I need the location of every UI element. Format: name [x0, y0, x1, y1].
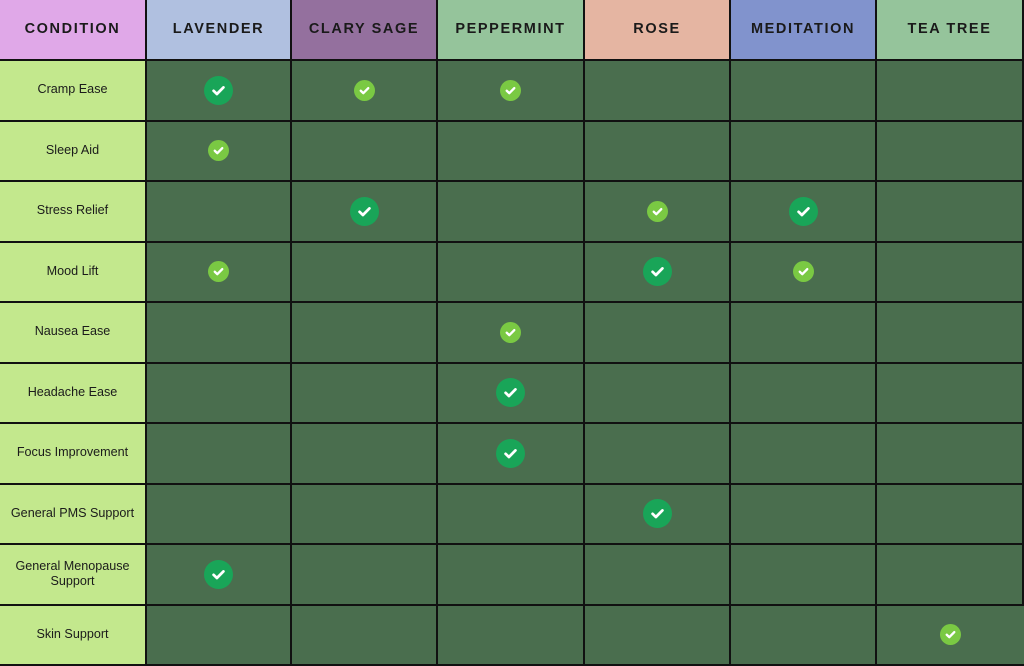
check-circle-icon: [204, 559, 233, 589]
row-label-focus-improvement: Focus Improvement: [0, 424, 147, 485]
matrix-cell-sleep-aid-rose: [585, 121, 731, 182]
row-label-stress-relief: Stress Relief: [0, 182, 147, 243]
matrix-cell-general-pms-support-meditation: [731, 484, 877, 545]
check-circle-icon: [208, 140, 229, 162]
matrix-cell-sleep-aid-meditation: [731, 121, 877, 182]
check-circle-icon: [204, 75, 233, 105]
matrix-cell-general-pms-support-tea-tree: [877, 484, 1024, 545]
matrix-cell-nausea-ease-rose: [585, 303, 731, 364]
matrix-cell-skin-support-tea-tree: [877, 605, 1024, 666]
matrix-cell-general-menopause-support-tea-tree: [877, 545, 1024, 606]
column-header-tea-tree: TEA TREE: [877, 0, 1024, 61]
matrix-cell-stress-relief-clary-sage: [292, 182, 438, 243]
matrix-cell-sleep-aid-peppermint: [438, 121, 585, 182]
matrix-cell-cramp-ease-rose: [585, 61, 731, 122]
matrix-cell-mood-lift-clary-sage: [292, 242, 438, 303]
matrix-cell-headache-ease-rose: [585, 363, 731, 424]
matrix-cell-mood-lift-lavender: [147, 242, 292, 303]
check-circle-icon: [496, 438, 525, 468]
column-header-lavender: LAVENDER: [147, 0, 292, 61]
matrix-cell-general-pms-support-rose: [585, 484, 731, 545]
column-header-rose: ROSE: [585, 0, 731, 61]
check-circle-icon: [646, 200, 668, 222]
check-circle-icon: [940, 624, 961, 646]
row-label-nausea-ease: Nausea Ease: [0, 303, 147, 364]
check-circle-icon: [496, 378, 525, 408]
matrix-cell-general-menopause-support-peppermint: [438, 545, 585, 606]
matrix-cell-headache-ease-lavender: [147, 363, 292, 424]
matrix-cell-headache-ease-clary-sage: [292, 363, 438, 424]
matrix-cell-general-pms-support-clary-sage: [292, 484, 438, 545]
matrix-cell-headache-ease-tea-tree: [877, 363, 1024, 424]
row-label-general-menopause-support: General Menopause Support: [0, 545, 147, 606]
matrix-cell-skin-support-meditation: [731, 605, 877, 666]
matrix-cell-sleep-aid-lavender: [147, 121, 292, 182]
column-header-clary-sage: CLARY SAGE: [292, 0, 438, 61]
matrix-cell-sleep-aid-clary-sage: [292, 121, 438, 182]
matrix-cell-nausea-ease-tea-tree: [877, 303, 1024, 364]
matrix-cell-general-pms-support-lavender: [147, 484, 292, 545]
row-label-headache-ease: Headache Ease: [0, 363, 147, 424]
check-circle-icon: [642, 499, 672, 529]
check-circle-icon: [500, 79, 521, 101]
column-header-peppermint: PEPPERMINT: [438, 0, 585, 61]
matrix-cell-cramp-ease-clary-sage: [292, 61, 438, 122]
matrix-cell-stress-relief-peppermint: [438, 182, 585, 243]
check-circle-icon: [500, 321, 521, 343]
matrix-cell-focus-improvement-lavender: [147, 424, 292, 485]
matrix-cell-general-menopause-support-lavender: [147, 545, 292, 606]
matrix-cell-cramp-ease-tea-tree: [877, 61, 1024, 122]
check-circle-icon: [788, 196, 818, 226]
matrix-cell-mood-lift-tea-tree: [877, 242, 1024, 303]
matrix-cell-sleep-aid-tea-tree: [877, 121, 1024, 182]
matrix-cell-focus-improvement-peppermint: [438, 424, 585, 485]
matrix-cell-nausea-ease-lavender: [147, 303, 292, 364]
matrix-cell-cramp-ease-peppermint: [438, 61, 585, 122]
row-label-mood-lift: Mood Lift: [0, 242, 147, 303]
matrix-cell-cramp-ease-lavender: [147, 61, 292, 122]
matrix-cell-stress-relief-lavender: [147, 182, 292, 243]
matrix-cell-headache-ease-peppermint: [438, 363, 585, 424]
matrix-cell-skin-support-peppermint: [438, 605, 585, 666]
matrix-cell-nausea-ease-meditation: [731, 303, 877, 364]
check-circle-icon: [208, 261, 229, 283]
matrix-cell-general-menopause-support-rose: [585, 545, 731, 606]
matrix-cell-nausea-ease-peppermint: [438, 303, 585, 364]
matrix-cell-focus-improvement-meditation: [731, 424, 877, 485]
matrix-cell-stress-relief-rose: [585, 182, 731, 243]
matrix-cell-mood-lift-rose: [585, 242, 731, 303]
matrix-cell-mood-lift-peppermint: [438, 242, 585, 303]
matrix-cell-mood-lift-meditation: [731, 242, 877, 303]
check-circle-icon: [349, 196, 379, 226]
row-label-cramp-ease: Cramp Ease: [0, 61, 147, 122]
row-label-general-pms-support: General PMS Support: [0, 484, 147, 545]
matrix-cell-focus-improvement-clary-sage: [292, 424, 438, 485]
column-header-condition: CONDITION: [0, 0, 147, 61]
matrix-cell-nausea-ease-clary-sage: [292, 303, 438, 364]
matrix-cell-general-pms-support-peppermint: [438, 484, 585, 545]
matrix-cell-skin-support-lavender: [147, 605, 292, 666]
column-header-meditation: MEDITATION: [731, 0, 877, 61]
matrix-cell-general-menopause-support-meditation: [731, 545, 877, 606]
row-label-skin-support: Skin Support: [0, 605, 147, 666]
matrix-cell-skin-support-clary-sage: [292, 605, 438, 666]
matrix-cell-general-menopause-support-clary-sage: [292, 545, 438, 606]
row-label-sleep-aid: Sleep Aid: [0, 121, 147, 182]
matrix-cell-stress-relief-meditation: [731, 182, 877, 243]
matrix-cell-skin-support-rose: [585, 605, 731, 666]
check-circle-icon: [642, 257, 672, 287]
matrix-cell-stress-relief-tea-tree: [877, 182, 1024, 243]
matrix-cell-headache-ease-meditation: [731, 363, 877, 424]
matrix-cell-focus-improvement-rose: [585, 424, 731, 485]
check-circle-icon: [792, 261, 814, 283]
check-circle-icon: [353, 79, 375, 101]
matrix-cell-cramp-ease-meditation: [731, 61, 877, 122]
matrix-cell-focus-improvement-tea-tree: [877, 424, 1024, 485]
